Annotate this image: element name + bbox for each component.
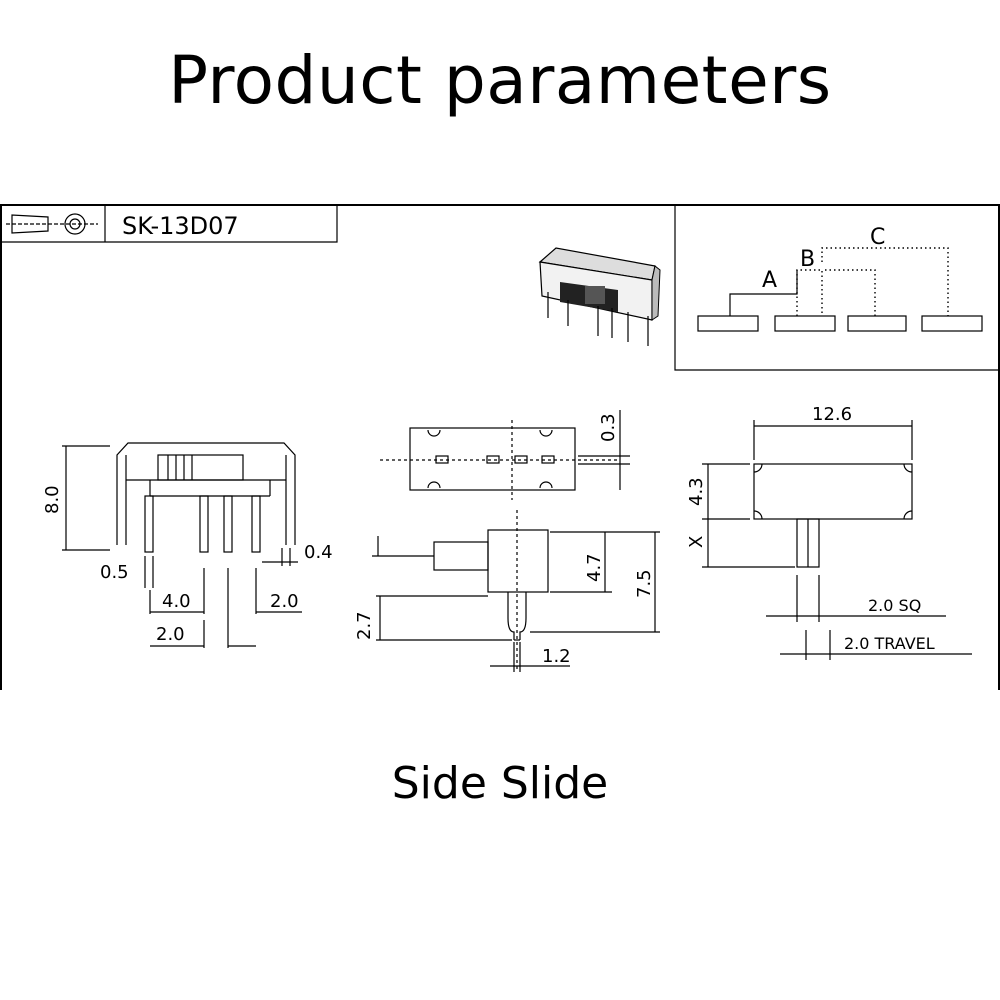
terminal-label-c: C [870, 225, 885, 250]
drawing-frame [0, 204, 1000, 690]
end-view: 4.7 7.5 2.7 1.2 [354, 510, 660, 672]
projection-symbol-icon [6, 213, 98, 235]
model-number: SK-13D07 [122, 212, 239, 240]
terminal-label-a: A [762, 268, 777, 293]
front-view: 12.6 4.3 X 2.0 SQ 2.0 TRAVEL [686, 404, 972, 660]
dim-top-thickness: 0.3 [598, 413, 619, 442]
top-view: 0.3 [380, 410, 630, 500]
caption: Side Slide [391, 758, 609, 809]
terminal-diagram: A B C [674, 205, 1000, 371]
dim-end-h2: 7.5 [634, 569, 655, 598]
dim-front-body-height: 4.3 [686, 477, 707, 506]
dim-pin-width: 0.5 [100, 562, 129, 583]
side-view: 8.0 0.5 4.0 2.0 2.0 0.4 [42, 442, 333, 648]
page-title: Product parameters [168, 42, 832, 119]
dim-end-h1: 4.7 [584, 553, 605, 582]
terminal-label-b: B [800, 247, 815, 272]
dim-pitch-a: 2.0 [156, 624, 185, 645]
dim-height: 8.0 [42, 485, 63, 514]
dim-travel: 2.0 TRAVEL [844, 634, 935, 653]
dim-actuator-size: 2.0 SQ [868, 596, 921, 615]
title-block: SK-13D07 [0, 205, 338, 243]
dim-pitch-b: 2.0 [270, 591, 299, 612]
dim-pin-thickness: 0.4 [304, 542, 333, 563]
dim-end-pin-width: 1.2 [542, 646, 571, 667]
switch-illustration [538, 247, 661, 346]
dim-pitch-inner: 4.0 [162, 591, 191, 612]
dim-front-actuator-height: X [686, 536, 707, 548]
dim-front-width: 12.6 [812, 404, 852, 425]
dim-end-pin-length: 2.7 [354, 611, 375, 640]
